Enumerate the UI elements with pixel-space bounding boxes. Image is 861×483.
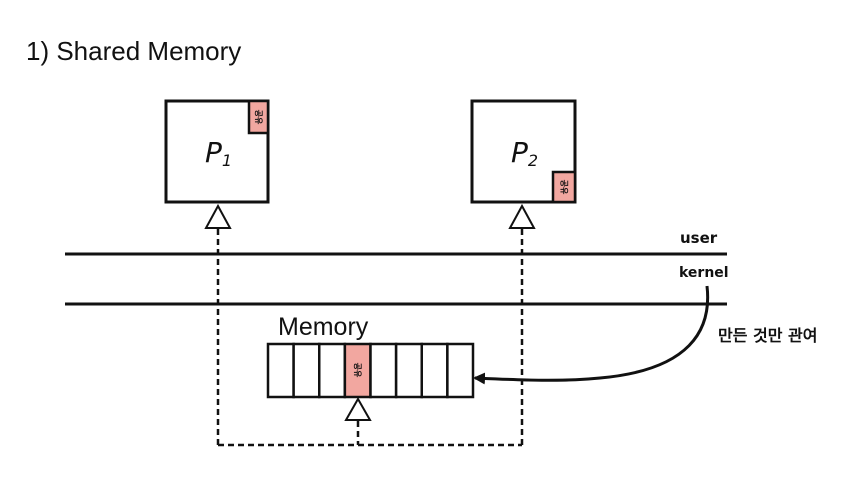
memory-cell <box>420 342 449 399</box>
shared-region <box>247 99 270 135</box>
process-label: P2 <box>511 136 538 170</box>
memory-pointer-triangle <box>344 396 372 421</box>
kernel-annotation: 만든 것만 관여 <box>718 326 817 345</box>
dashed-connections <box>216 229 524 447</box>
memory-cell <box>446 342 475 399</box>
memory-cell <box>292 342 321 399</box>
pointer-triangle <box>508 203 536 229</box>
kernel-to-memory-arrow <box>473 285 710 385</box>
process-label: P1 <box>205 136 232 170</box>
shared-region <box>551 170 577 204</box>
memory-label: Memory <box>278 313 369 341</box>
process-box <box>164 99 270 204</box>
memory-shared-label: 공유 <box>353 363 362 378</box>
shared-region-label: 공유 <box>560 180 569 195</box>
diagram-title: 1) Shared Memory <box>26 36 242 66</box>
process-p1: 공유 P1 <box>164 99 270 229</box>
kernel-label: kernel <box>679 265 729 281</box>
pointer-triangle <box>204 203 232 229</box>
memory-cell <box>394 342 423 399</box>
memory-cell <box>266 342 295 399</box>
process-p2: 공유 P2 <box>470 99 577 229</box>
shared-region-label: 공유 <box>254 110 263 125</box>
memory-cell <box>369 342 398 399</box>
memory-cell <box>318 342 347 399</box>
memory-array <box>266 342 475 399</box>
user-label: user <box>680 229 718 247</box>
memory: Memory 공유 <box>266 313 475 421</box>
